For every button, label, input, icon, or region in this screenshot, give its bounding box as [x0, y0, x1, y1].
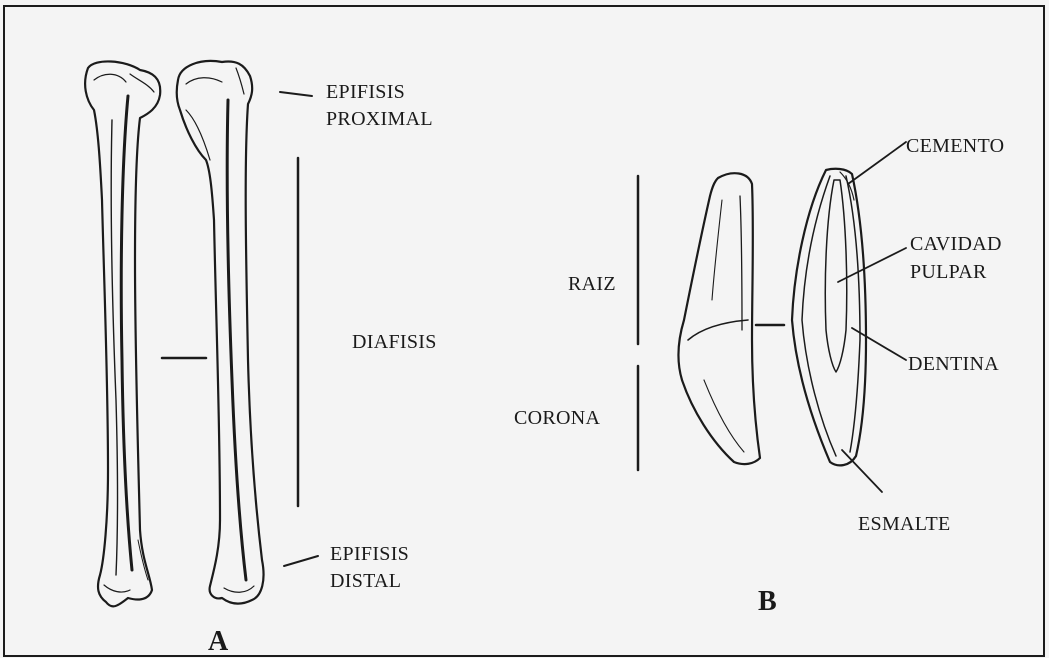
panel-letter-a: A — [208, 626, 229, 657]
label-epifisis-proximal-line1: EPIFISIS — [326, 81, 405, 103]
label-cavidad-pulpar-line2: PULPAR — [910, 261, 987, 283]
label-raiz: RAIZ — [568, 273, 616, 295]
label-diafisis: DIAFISIS — [352, 331, 437, 353]
panel-letter-b: B — [758, 586, 777, 617]
label-dentina: DENTINA — [908, 353, 999, 375]
label-cemento: CEMENTO — [906, 135, 1004, 157]
label-epifisis-distal-line1: EPIFISIS — [330, 543, 409, 565]
label-cavidad-pulpar-line1: CAVIDAD — [910, 233, 1002, 255]
label-esmalte: ESMALTE — [858, 513, 950, 535]
label-epifisis-proximal-line2: PROXIMAL — [326, 108, 433, 130]
label-corona: CORONA — [514, 407, 601, 429]
label-epifisis-distal-line2: DISTAL — [330, 570, 401, 592]
figure-frame — [4, 6, 1044, 656]
